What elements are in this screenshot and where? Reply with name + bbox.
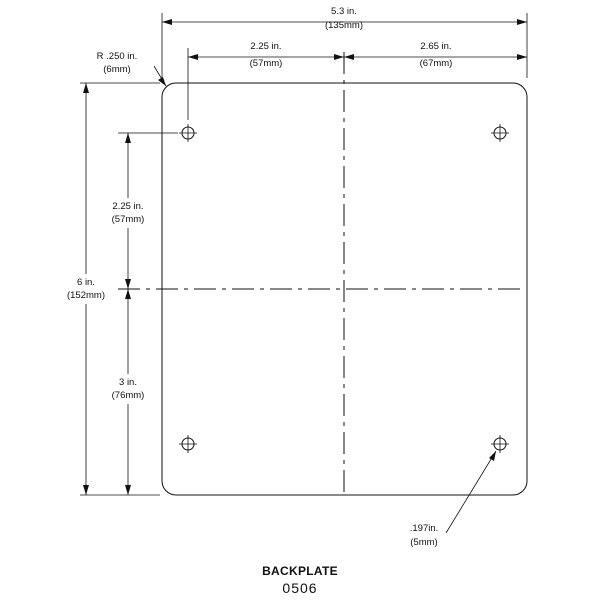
lower-hole-offset-imperial: 3 in. (119, 377, 137, 388)
left-hole-offset-dimension (188, 54, 344, 60)
hole-top-right (491, 124, 509, 142)
lower-hole-offset-metric: (76mm) (112, 390, 145, 401)
overall-width-dimension (162, 19, 527, 25)
corner-radius-metric: (6mm) (103, 64, 130, 75)
corner-radius-leader (153, 65, 167, 87)
hole-diameter-leader (445, 450, 497, 534)
left-hole-offset-imperial: 2.25 in. (250, 41, 281, 52)
upper-hole-offset-imperial: 2.25 in. (112, 201, 143, 212)
overall-width-imperial: 5.3 in. (331, 6, 357, 17)
overall-height-imperial: 6 in. (77, 277, 95, 288)
hole-top-left (179, 124, 197, 142)
hole-bottom-right (491, 435, 509, 453)
hole-diameter-metric: (5mm) (410, 537, 437, 548)
corner-radius-imperial: R .250 in. (97, 51, 138, 62)
part-title: BACKPLATE (262, 564, 338, 578)
left-hole-offset-metric: (57mm) (250, 58, 283, 69)
right-hole-offset-dimension (344, 54, 527, 60)
right-hole-offset-imperial: 2.65 in. (420, 41, 451, 52)
part-number: 0506 (282, 580, 318, 596)
overall-width-metric: (135mm) (325, 20, 363, 31)
right-hole-offset-metric: (67mm) (420, 58, 453, 69)
hole-diameter-imperial: .197in. (410, 523, 439, 534)
overall-height-metric: (152mm) (67, 290, 105, 301)
hole-bottom-left (179, 435, 197, 453)
upper-hole-offset-metric: (57mm) (112, 214, 145, 225)
